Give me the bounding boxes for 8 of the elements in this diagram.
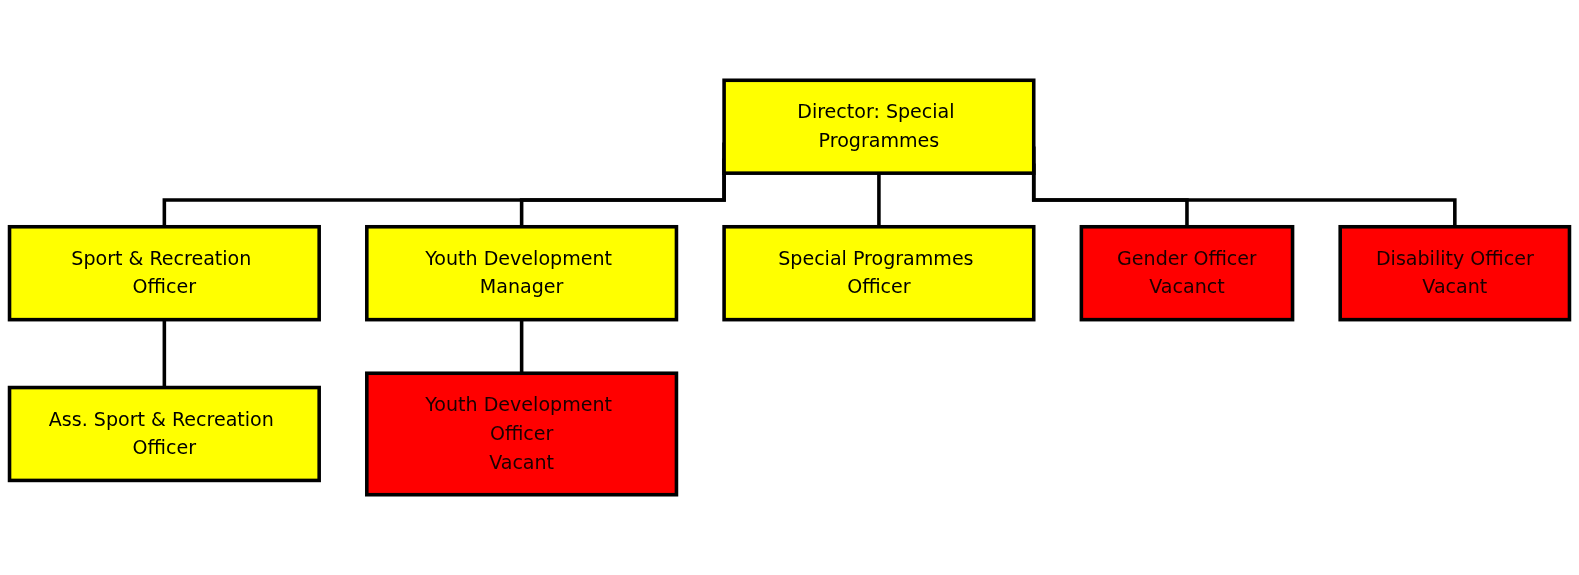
node-box: Director: Special Programmes bbox=[722, 78, 1036, 175]
node-box: Ass. Sport & Recreation Officer bbox=[7, 385, 321, 483]
node-box: Youth Development Officer Vacant bbox=[365, 371, 679, 497]
node-box: Sport & Recreation Officer bbox=[7, 224, 321, 322]
node-box: Disability Officer Vacant bbox=[1338, 224, 1572, 322]
node-box: Special Programmes Officer bbox=[722, 224, 1036, 322]
node-box: Youth Development Manager bbox=[365, 224, 679, 322]
node-box: Gender Officer Vacanct bbox=[1079, 224, 1295, 322]
